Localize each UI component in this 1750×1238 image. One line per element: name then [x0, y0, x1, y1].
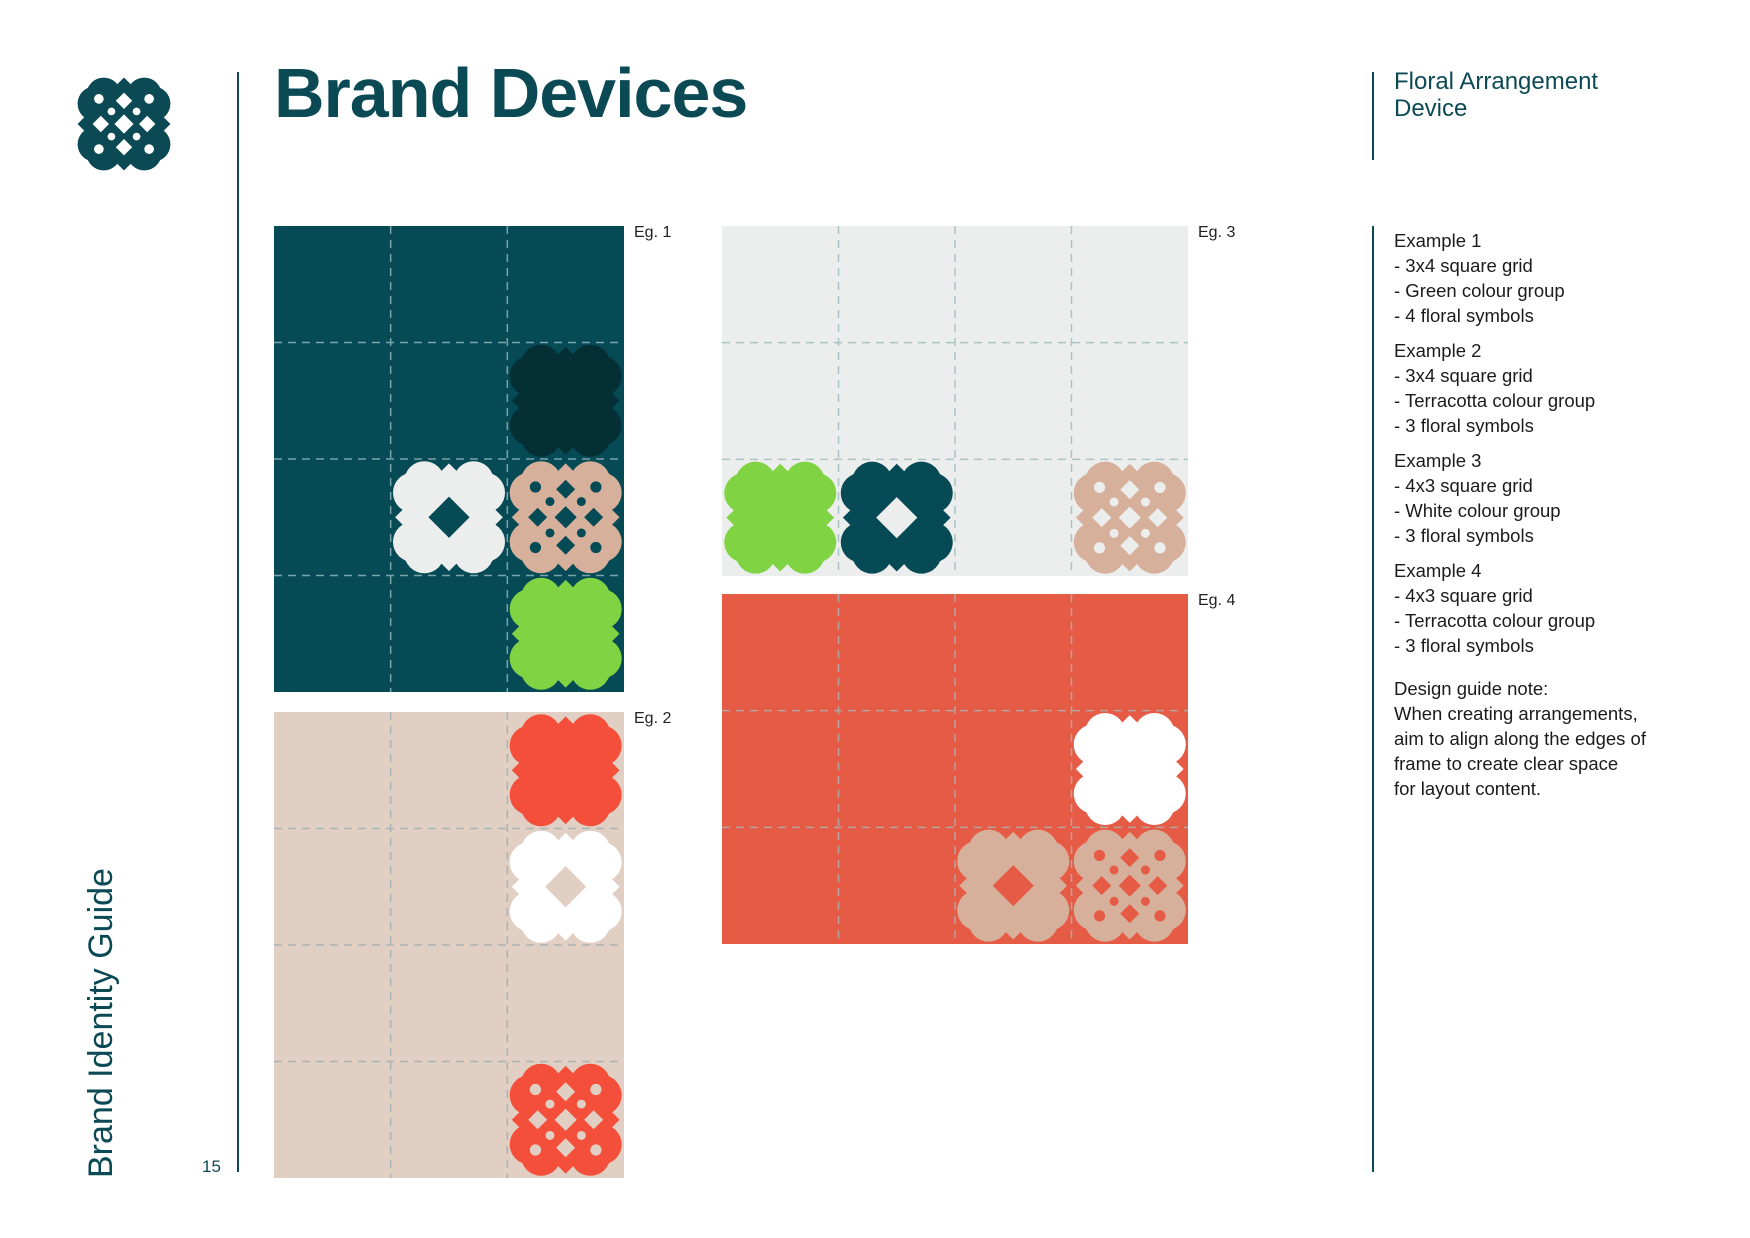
- notes-divider: [1372, 226, 1374, 1172]
- example-label-4: Eg. 4: [1198, 592, 1236, 609]
- floral-symbol-diamond-icon: [509, 830, 622, 943]
- example-panel-2: [274, 712, 624, 1178]
- grid-svg: [722, 594, 1188, 944]
- brand-logo: [66, 66, 182, 182]
- note-line: - 3 floral symbols: [1394, 635, 1534, 656]
- floral-symbol-knot-icon: [509, 1063, 622, 1176]
- grid-svg: [274, 226, 624, 692]
- section-title: Floral Arrangement Device: [1394, 68, 1599, 122]
- note-heading: Example 3: [1394, 450, 1482, 471]
- note-line: - White colour group: [1394, 500, 1561, 521]
- floral-symbol-diamond-icon: [957, 829, 1070, 942]
- design-note-line: for layout content.: [1394, 778, 1542, 799]
- floral-symbol-solid-icon: [1073, 712, 1186, 826]
- note-line: - 3x4 square grid: [1394, 255, 1533, 276]
- note-block-3: Example 3 - 4x3 square grid - White colo…: [1394, 448, 1684, 548]
- floral-symbol-solid-icon: [724, 461, 837, 574]
- design-note-line: When creating arrangements,: [1394, 703, 1638, 724]
- floral-knot-logo-icon: [77, 77, 171, 171]
- note-line: - 4 floral symbols: [1394, 305, 1534, 326]
- note-block-2: Example 2 - 3x4 square grid - Terracotta…: [1394, 338, 1684, 438]
- design-note-line: aim to align along the edges of: [1394, 728, 1646, 749]
- floral-symbol-solid-icon: [509, 344, 622, 457]
- section-divider: [1372, 72, 1374, 160]
- floral-symbol-knot-icon: [1073, 461, 1186, 574]
- note-block-4: Example 4 - 4x3 square grid - Terracotta…: [1394, 558, 1684, 658]
- note-heading: Example 2: [1394, 340, 1482, 361]
- page-number: 15: [202, 1157, 221, 1176]
- example-panel-4: [722, 594, 1188, 944]
- vertical-guide-label: Brand Identity Guide: [82, 868, 120, 1178]
- example-panel-1: [274, 226, 624, 692]
- note-line: - 3x4 square grid: [1394, 365, 1533, 386]
- note-line: - 3 floral symbols: [1394, 415, 1534, 436]
- example-panel-3: [722, 226, 1188, 576]
- design-note-heading: Design guide note:: [1394, 678, 1549, 699]
- floral-symbol-knot-icon: [509, 461, 622, 574]
- grid-svg: [722, 226, 1188, 576]
- note-line: - 4x3 square grid: [1394, 475, 1533, 496]
- floral-symbol-diamond-icon: [840, 461, 953, 574]
- note-block-1: Example 1 - 3x4 square grid - Green colo…: [1394, 228, 1684, 328]
- note-line: - 4x3 square grid: [1394, 585, 1533, 606]
- note-heading: Example 1: [1394, 230, 1482, 251]
- note-line: - Terracotta colour group: [1394, 390, 1596, 411]
- note-line: - Green colour group: [1394, 280, 1565, 301]
- design-guide-note: Design guide note: When creating arrange…: [1394, 676, 1684, 801]
- floral-symbol-solid-icon: [509, 577, 622, 690]
- note-heading: Example 4: [1394, 560, 1482, 581]
- left-divider: [237, 72, 239, 1172]
- example-label-3: Eg. 3: [1198, 224, 1236, 241]
- floral-symbol-diamond-icon: [392, 461, 506, 574]
- note-line: - 3 floral symbols: [1394, 525, 1534, 546]
- example-label-2: Eg. 2: [634, 710, 672, 727]
- floral-symbol-solid-icon: [509, 714, 622, 827]
- grid-svg: [274, 712, 624, 1178]
- floral-symbol-knot-icon: [1073, 829, 1186, 942]
- example-label-1: Eg. 1: [634, 224, 672, 241]
- design-note-line: frame to create clear space: [1394, 753, 1619, 774]
- page-title: Brand Devices: [274, 54, 748, 132]
- note-line: - Terracotta colour group: [1394, 610, 1596, 631]
- example-notes: Example 1 - 3x4 square grid - Green colo…: [1394, 228, 1684, 801]
